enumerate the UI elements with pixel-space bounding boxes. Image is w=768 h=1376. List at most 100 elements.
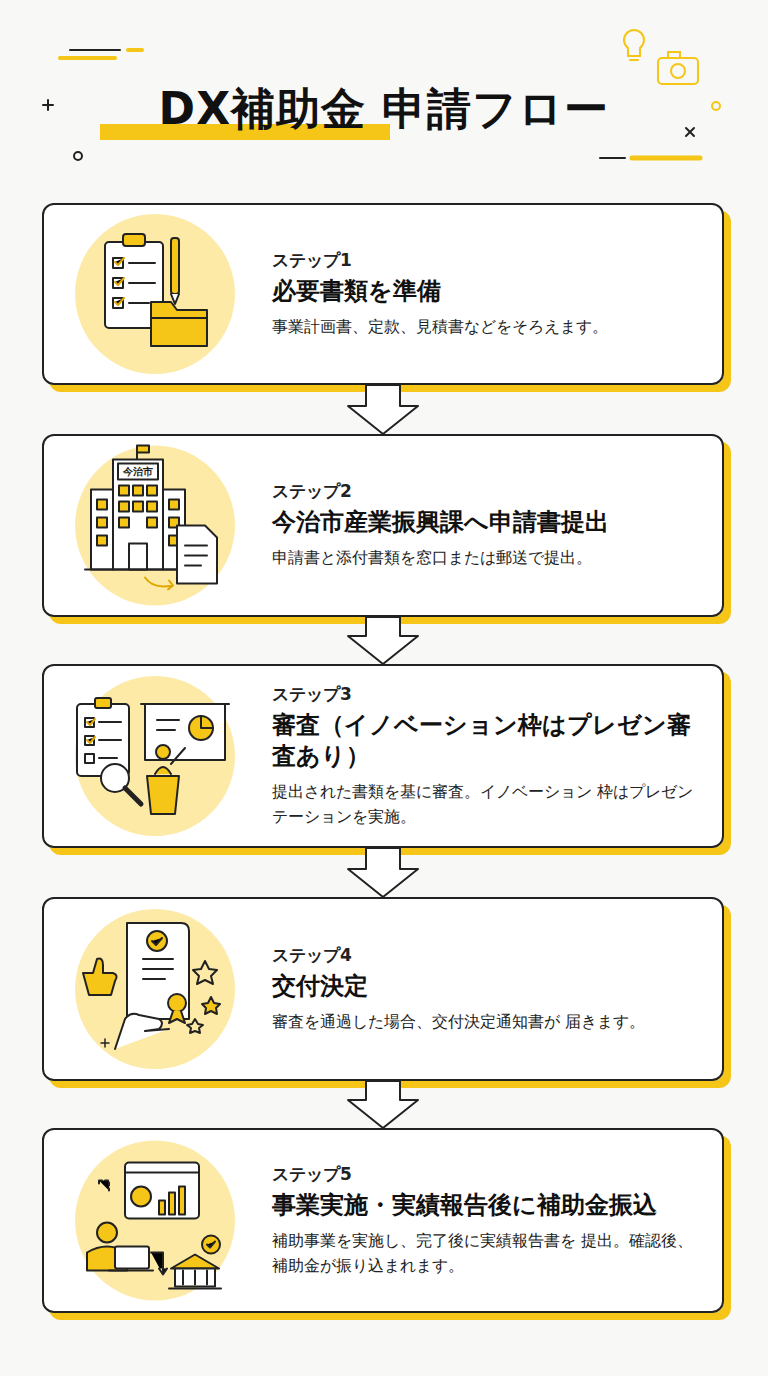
card-face [42, 203, 724, 385]
flow-arrow [348, 385, 418, 434]
decorations-part [658, 58, 698, 84]
approval-icon-part [202, 997, 220, 1014]
documents-icon [75, 214, 235, 374]
process-box: ステップ4交付決定審査を通過した場合、交付決定通知書が 届きます。 [42, 897, 724, 1081]
city-hall-icon-part-part [119, 486, 129, 496]
documents-icon-part [113, 258, 123, 308]
city-hall-icon-part-part [97, 518, 107, 528]
step-heading: 事業実施・実績報告後に補助金振込 [272, 1190, 708, 1221]
step-label: ステップ4 [272, 944, 708, 967]
approval-icon-part [143, 959, 173, 979]
review-icon-part [171, 748, 185, 764]
review-icon-part [156, 745, 170, 759]
city-hall-icon-part-part [169, 500, 179, 510]
review-icon-part [95, 698, 111, 708]
documents-icon-part [75, 214, 235, 374]
process-box: ステップ1 必要書類を準備事業計画書、定款、見積書などをそろえます。 [42, 203, 724, 385]
review-icon-part [75, 676, 235, 836]
city-hall-icon-part-part [133, 502, 143, 512]
approval-icon-part [168, 994, 186, 1012]
implementation-icon-part [202, 1236, 220, 1254]
review-icon-part [147, 776, 179, 814]
implementation-icon-part [109, 1270, 153, 1272]
city-hall-icon-part-part [133, 486, 143, 496]
flow-arrow [348, 848, 418, 897]
decorations-part [686, 128, 694, 136]
building-sign: 今治市 [118, 465, 158, 479]
step-description: 申請書と添付書類を窓口または郵送で提出。 [272, 546, 708, 571]
review-icon-part [125, 788, 141, 804]
review-icon-part [87, 719, 95, 743]
city-hall-icon-part-part [119, 518, 129, 528]
decorations-part [668, 52, 680, 58]
text-column: ステップ5 事業実施・実績報告後に補助金振込補助事業を実施し、完了後に実績報告書を… [272, 1130, 708, 1311]
city-hall-icon-part-part [147, 518, 157, 528]
approval-icon [75, 909, 235, 1069]
documents-icon-part [123, 234, 145, 246]
approval-icon-part [169, 1011, 185, 1023]
city-hall-icon-part [113, 460, 163, 570]
approval-icon-part [193, 961, 217, 984]
city-hall-icon-part [118, 464, 158, 480]
card-face [42, 1128, 724, 1313]
text-column: ステップ3 審査（イノベーション枠はプレゼン審査あり） 提出された書類を基に審査。イ… [272, 666, 708, 846]
decorations-part [671, 64, 685, 78]
step-description: 補助事業を実施し、完了後に実績報告書を 提出。確認後、補助金が振り込まれます。 [272, 1229, 708, 1279]
decorations-part [60, 56, 115, 60]
step-description: 事業計画書、定款、見積書などをそろえます。 [272, 315, 708, 340]
city-hall-icon [75, 446, 235, 606]
approval-icon-part [127, 923, 189, 1019]
documents-icon-part [171, 238, 179, 294]
implementation-icon-part [75, 1141, 235, 1301]
card-face [42, 664, 724, 848]
implementation-icon-part [97, 1223, 117, 1243]
city-hall-icon-part [177, 526, 217, 584]
card-face [42, 897, 724, 1081]
review-icon-part [157, 720, 179, 730]
approval-icon-part [152, 938, 162, 945]
city-hall-icon-part [85, 569, 189, 571]
flow-arrow [348, 1081, 418, 1128]
implementation-icon-part [115, 1247, 149, 1269]
decorations-part [43, 100, 53, 110]
decorations-part [712, 102, 720, 110]
approval-icon-part [147, 931, 167, 951]
implementation-icon-part [151, 1253, 167, 1275]
process-box: ステップ2 今治市産業振興課へ申請書提出申請書と添付書類を窓口または郵送で提出。 [42, 434, 724, 617]
documents-icon-part [115, 258, 124, 305]
implementation-icon-part [171, 1255, 219, 1269]
city-hall-icon-part-part [97, 536, 107, 546]
city-hall-icon-part [145, 578, 173, 590]
step-label: ステップ5 [272, 1163, 708, 1186]
city-hall-icon-part-part [147, 502, 157, 512]
implementation-icon-part [169, 1271, 221, 1289]
flow-arrow [348, 617, 418, 664]
step-label: ステップ1 [272, 249, 708, 272]
decorations-part [624, 30, 644, 60]
city-hall-icon-part-part [97, 500, 107, 510]
city-hall-icon-part-part [147, 486, 157, 496]
process-box: ステップ5 事業実施・実績報告後に補助金振込補助事業を実施し、完了後に実績報告書を… [42, 1128, 724, 1313]
city-hall-icon-part [91, 490, 113, 570]
text-column: ステップ2 今治市産業振興課へ申請書提出申請書と添付書類を窓口または郵送で提出。 [272, 436, 708, 615]
step-label: ステップ3 [272, 683, 708, 706]
text-column: ステップ4交付決定審査を通過した場合、交付決定通知書が 届きます。 [272, 899, 708, 1079]
implementation-icon-part [131, 1187, 151, 1207]
step-label: ステップ2 [272, 480, 708, 503]
review-icon-part [155, 767, 171, 774]
title: DX補助金 申請フロー [0, 80, 768, 139]
step-heading: 審査（イノベーション枠はプレゼン審査あり） [272, 710, 708, 772]
implementation-icon-part [169, 1193, 175, 1215]
review-icon-part [201, 716, 213, 728]
step-heading: 必要書類を準備 [272, 276, 708, 307]
step-heading: 今治市産業振興課へ申請書提出 [272, 507, 708, 538]
review-icon-part [145, 704, 225, 760]
decorations-part [632, 156, 700, 161]
approval-icon-part [187, 1019, 203, 1033]
approval-icon-part [115, 1014, 169, 1049]
implementation-icon-part [159, 1201, 165, 1215]
decorations-part [600, 157, 625, 159]
step-description: 提出された書類を基に審査。イノベーション 枠はプレゼンテーションを実施。 [272, 780, 708, 830]
implementation-icon-part [179, 1187, 185, 1215]
